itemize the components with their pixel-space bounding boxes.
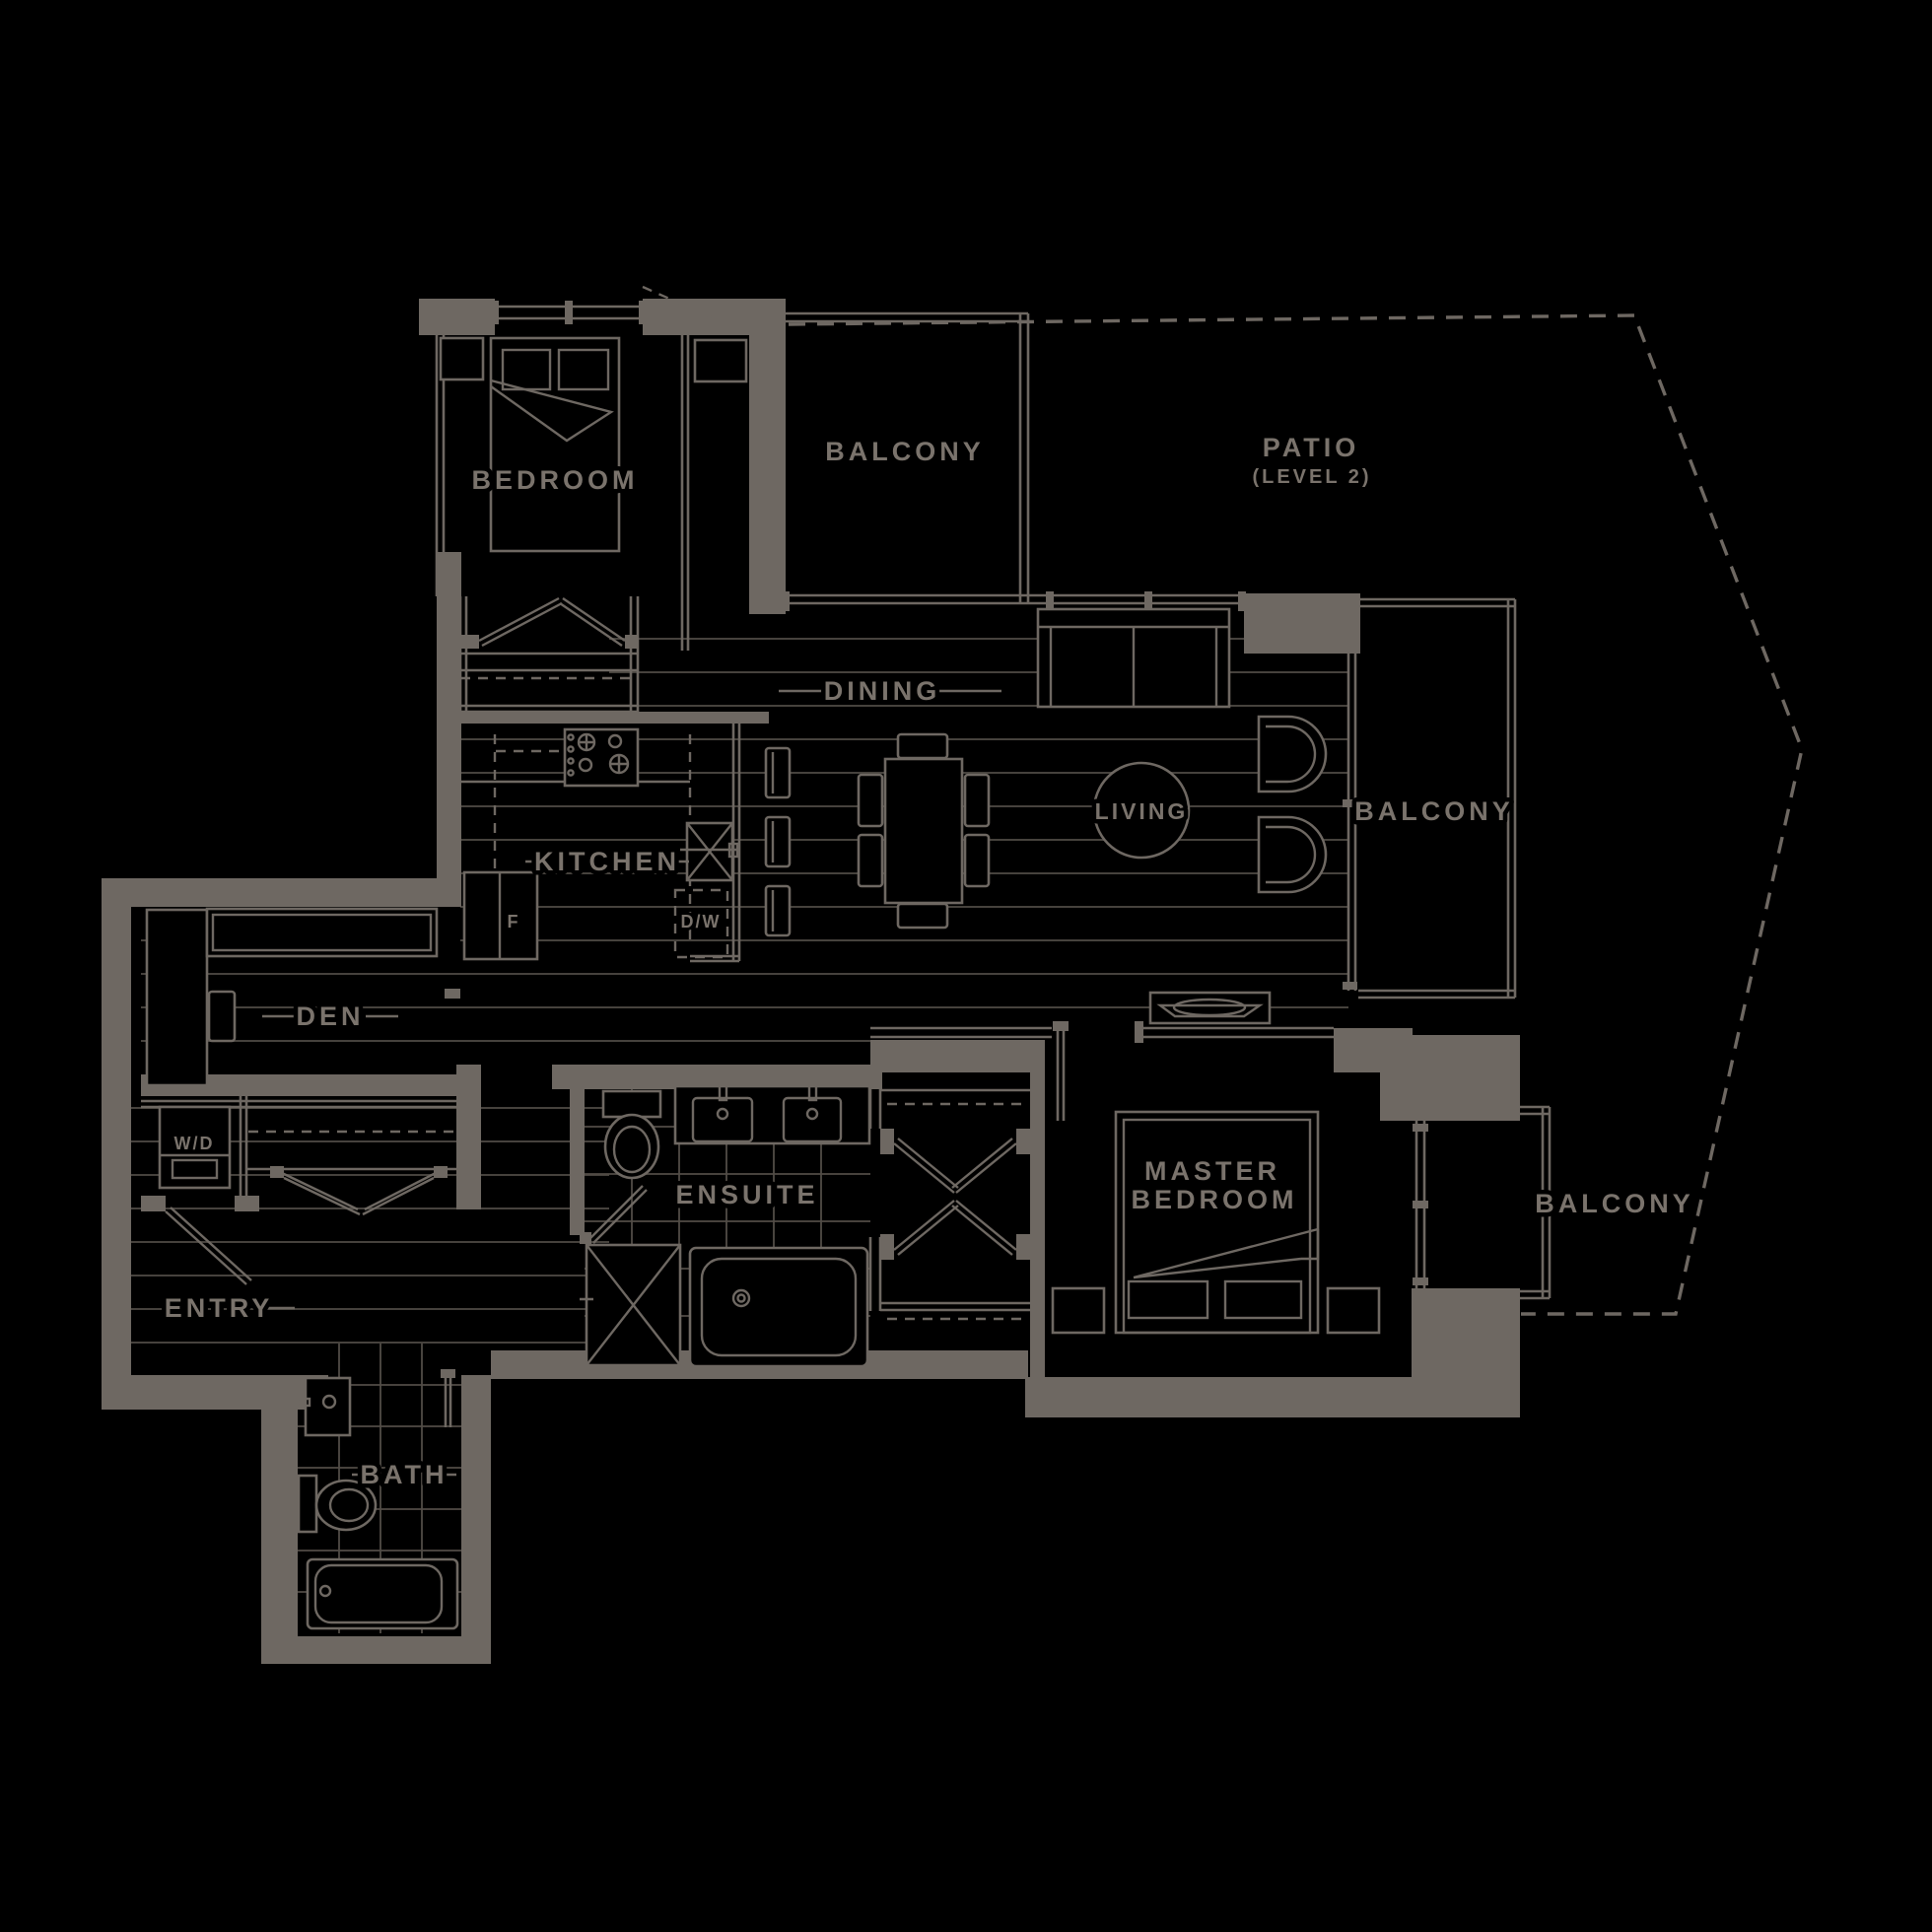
bath-label: BATH <box>361 1460 448 1489</box>
bedroom-label: BEDROOM <box>472 465 639 495</box>
nightstand <box>1051 1286 1106 1335</box>
fridge-label: F <box>508 912 520 932</box>
balcony-top-label: BALCONY <box>825 437 985 466</box>
patio-level-label: (LEVEL 2) <box>1252 466 1371 488</box>
living-label: LIVING <box>1095 798 1189 824</box>
entry-door <box>141 1196 259 1285</box>
washer-dryer <box>158 1105 232 1190</box>
bedroom-closet-shelf <box>439 336 485 381</box>
master-bed <box>1114 1110 1320 1335</box>
ensuite-vanity <box>673 1082 871 1145</box>
bath-tub <box>306 1557 459 1630</box>
label-leaders <box>262 689 1001 1477</box>
bath-toilet <box>297 1474 378 1534</box>
kitchen-sink <box>680 821 739 882</box>
armchair <box>1257 715 1328 794</box>
bedroom-wardrobe <box>693 338 748 383</box>
bath-door-hinge <box>441 1369 455 1378</box>
washer-dryer-label: W/D <box>174 1134 215 1153</box>
entry-closet-doors <box>270 1166 448 1216</box>
cooktop <box>563 727 640 788</box>
hall-closet-doors <box>880 1129 1030 1260</box>
armchair <box>1257 815 1328 894</box>
wall-lines <box>141 301 1552 1427</box>
bedroom-closet-doors <box>457 596 639 649</box>
dining-table <box>857 732 991 930</box>
master-door-hinge <box>1053 1021 1069 1031</box>
master-bedroom-label-line2: BEDROOM <box>1132 1185 1298 1214</box>
nightstand <box>1326 1286 1381 1335</box>
bed <box>489 336 621 553</box>
dining-label: DINING <box>824 676 941 706</box>
balcony-mid-label: BALCONY <box>1354 796 1514 826</box>
ensuite-toilet <box>601 1089 662 1180</box>
console-table <box>1148 991 1272 1025</box>
ensuite-tub <box>688 1246 869 1368</box>
den-desk <box>145 907 439 1087</box>
labels: BEDROOM BALCONY PATIO (LEVEL 2) DINING L… <box>160 429 1694 1494</box>
walls <box>102 299 1520 1664</box>
dishwasher-outline <box>673 888 729 959</box>
ensuite-door <box>580 1185 648 1244</box>
furniture <box>145 336 1381 1630</box>
den-label: DEN <box>296 1001 364 1031</box>
dishwasher-label: D/W <box>681 912 722 932</box>
balcony-lower-label: BALCONY <box>1535 1189 1694 1218</box>
entry-label: ENTRY <box>165 1293 274 1323</box>
bath-vanity <box>296 1376 352 1437</box>
sofa <box>1036 607 1231 709</box>
bar-stools <box>764 746 792 937</box>
patio-label: PATIO <box>1263 433 1360 462</box>
shower <box>580 1243 682 1367</box>
ensuite-label: ENSUITE <box>675 1180 818 1209</box>
living-label-circle <box>1092 761 1191 860</box>
fridge <box>462 870 539 961</box>
kitchen-label: KITCHEN <box>534 847 680 876</box>
master-bedroom-label-line1: MASTER <box>1144 1156 1280 1186</box>
dashed-lines <box>248 285 1804 1321</box>
doors <box>141 596 1069 1378</box>
